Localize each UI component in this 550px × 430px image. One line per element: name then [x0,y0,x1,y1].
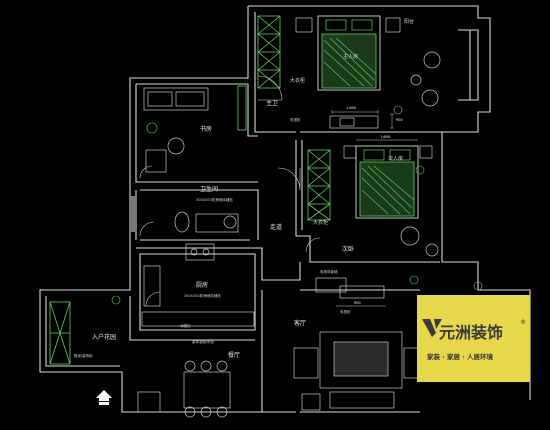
label-corridor: 走道 [270,224,283,231]
dim-3: 1,600 [380,135,391,139]
label-study: 书房 [200,126,213,133]
wardrobes [49,15,331,365]
label-master-bedroom: 主人房 [343,54,359,60]
label-wardrobe-1: 大衣柜 [290,78,306,84]
note-kitchen: 300X300防滑地砖铺贴 [184,294,221,298]
note-tv-cabinet: 电视柜 [290,118,301,122]
note-tv-wall: 电视背景墙 [320,270,338,274]
note-desk: 电视柜 [340,310,351,314]
label-wardrobe-2: 大衣柜 [313,220,329,226]
note-bath: 300X300防滑地砖铺贴 [196,198,233,202]
logo-registered: ® [520,319,526,326]
note-fridge: 冰箱位 [180,324,191,328]
dim-2: 900 [396,118,403,122]
doors [139,75,321,307]
label-bathroom: 卫生间 [200,186,219,193]
label-second-room: 次卧 [342,246,355,253]
note-entrance: 鞋柜/装饰柜 [74,354,93,358]
plants [111,105,483,305]
company-logo: 元洲装饰 ® 家装 · 家居 · 人居环境 [417,295,530,382]
logo-slogan: 家装 · 家居 · 人居环境 [427,353,493,361]
dimension-lines [331,110,418,307]
label-second-bedroom: 次人房 [388,156,404,162]
label-master-bath: 主卫 [266,100,279,107]
dim-1: 1,600 [346,106,357,110]
dim-4: 900 [354,301,361,305]
logo-name: 元洲装饰 [439,323,504,342]
label-kitchen: 厨房 [196,282,209,289]
beds [317,15,419,219]
entrance-arrow-icon [96,390,112,405]
label-living-room: 客厅 [294,320,307,327]
furniture [137,17,441,418]
label-entrance: 入户花园 [92,334,117,341]
label-dining-room: 餐厅 [228,352,241,359]
logo-mark-icon [422,319,442,337]
label-balcony-top: 阳台 [404,19,415,25]
note-dining: 装饰酒柜/吧台 [192,340,215,344]
walls [39,5,531,413]
